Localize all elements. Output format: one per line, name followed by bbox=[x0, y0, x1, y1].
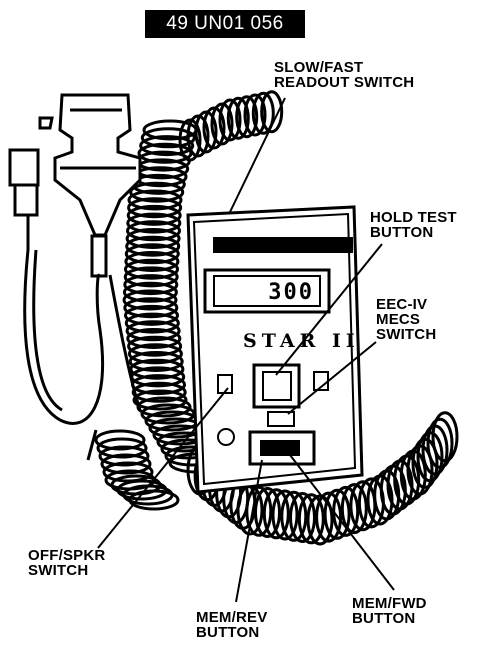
coil-loop bbox=[271, 489, 299, 541]
coil-loop bbox=[323, 488, 351, 540]
coil-loop bbox=[124, 258, 179, 280]
coil-loop bbox=[306, 494, 334, 546]
coil-loop bbox=[125, 320, 181, 342]
coil-loop bbox=[129, 181, 185, 203]
coil-loop bbox=[254, 487, 281, 538]
coil-loop bbox=[122, 289, 178, 311]
coil-loop bbox=[123, 266, 179, 288]
coil-loop bbox=[260, 90, 284, 134]
coil-loop bbox=[129, 358, 185, 380]
coil-loop bbox=[186, 114, 210, 158]
coil-loop bbox=[127, 343, 183, 365]
coil-loop bbox=[431, 411, 459, 463]
coil-loop bbox=[128, 489, 180, 511]
coil-loop bbox=[122, 281, 178, 303]
coil-loop bbox=[210, 102, 234, 146]
coil-loop bbox=[245, 485, 273, 537]
figure-tag: 49 UN01 056 bbox=[145, 10, 305, 38]
lcd-display-value: 300 bbox=[268, 280, 314, 305]
coil-loop bbox=[100, 453, 152, 475]
coil-loop bbox=[124, 312, 180, 334]
coil-loop bbox=[94, 429, 146, 451]
coil-loop bbox=[140, 127, 196, 149]
coil-loop bbox=[139, 135, 195, 157]
coil-loop bbox=[251, 91, 275, 135]
coiled-cable bbox=[94, 90, 459, 546]
coil-loop bbox=[127, 189, 183, 211]
coil-loop bbox=[126, 212, 182, 234]
cable-connector bbox=[38, 93, 142, 278]
coil-loop bbox=[127, 197, 183, 219]
coil-loop bbox=[124, 304, 179, 326]
coil-loop bbox=[262, 488, 290, 540]
coil-loop bbox=[128, 351, 184, 372]
coil-loop bbox=[218, 98, 242, 142]
model-name: STAR II bbox=[243, 330, 360, 352]
coil-loop bbox=[235, 95, 259, 139]
coil-loop bbox=[132, 389, 188, 411]
wires bbox=[23, 249, 142, 461]
coil-loop bbox=[124, 243, 180, 265]
coil-loop bbox=[125, 235, 181, 257]
coil-loop bbox=[102, 461, 154, 483]
coil-loop bbox=[178, 118, 202, 162]
coil-loop bbox=[98, 445, 150, 467]
coil-loop bbox=[202, 106, 226, 150]
coil-loop bbox=[289, 492, 316, 543]
coil-loop bbox=[426, 417, 454, 469]
coil-loop bbox=[226, 96, 250, 140]
coil-loop bbox=[126, 328, 182, 349]
leader-lines bbox=[97, 97, 395, 603]
coil-loop bbox=[125, 228, 181, 249]
coil-loop bbox=[123, 274, 179, 296]
coil-loop bbox=[243, 93, 267, 137]
coil-loop bbox=[340, 483, 368, 535]
coil-loop bbox=[137, 142, 193, 164]
coil-loop bbox=[297, 493, 325, 545]
coil-loop bbox=[280, 490, 308, 542]
coil-loop bbox=[127, 335, 183, 357]
coil-loop bbox=[315, 491, 343, 543]
coil-loop bbox=[96, 437, 148, 459]
coil-loop bbox=[126, 220, 181, 242]
coil-loop bbox=[126, 204, 182, 226]
coil-loop bbox=[124, 251, 180, 272]
tester-body bbox=[186, 205, 364, 494]
small-plug bbox=[8, 148, 40, 250]
coil-loop bbox=[194, 110, 218, 154]
coil-loop bbox=[123, 297, 179, 319]
